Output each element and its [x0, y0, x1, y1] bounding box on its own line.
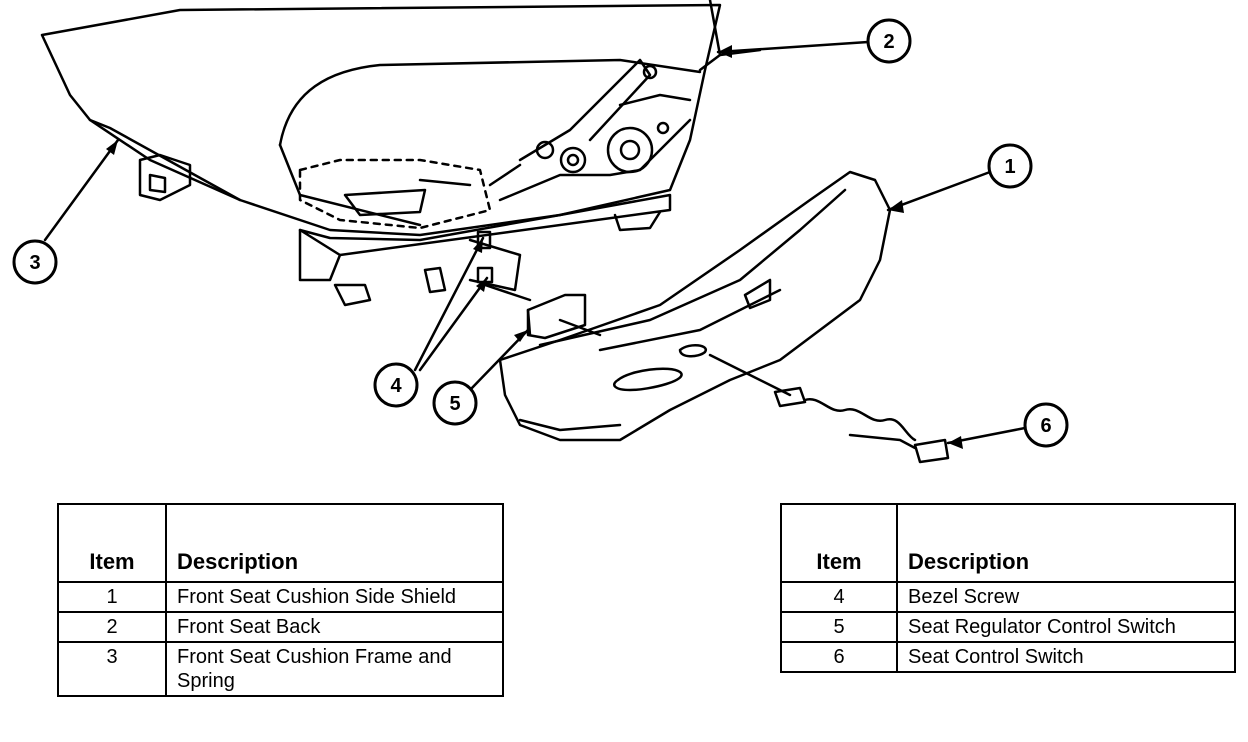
description-cell: Seat Regulator Control Switch: [896, 611, 1236, 643]
regulator-control-switch: [526, 293, 587, 340]
legend-header-row: Item Description: [780, 503, 1236, 583]
callout-4: 4: [373, 362, 419, 408]
description-cell: Seat Control Switch: [896, 641, 1236, 673]
table-row: 3 Front Seat Cushion Frame and Spring: [57, 641, 504, 697]
item-cell: 6: [780, 641, 898, 673]
item-cell: 1: [57, 581, 167, 613]
callout-3: 3: [12, 239, 58, 285]
callout-5-label: 5: [449, 393, 460, 415]
table-row: 5 Seat Regulator Control Switch: [780, 611, 1236, 643]
description-cell: Front Seat Cushion Side Shield: [165, 581, 504, 613]
item-cell: 2: [57, 611, 167, 643]
seat-cushion: [40, 3, 722, 237]
legend-table-left: Item Description 1 Front Seat Cushion Si…: [57, 503, 504, 697]
table-row: 1 Front Seat Cushion Side Shield: [57, 581, 504, 613]
description-cell: Front Seat Cushion Frame and Spring: [165, 641, 504, 697]
callout-5: 5: [432, 380, 478, 426]
description-column-header: Description: [165, 503, 504, 583]
item-column-header: Item: [780, 503, 898, 583]
callout-1: 1: [987, 143, 1033, 189]
seat-control-switch: [773, 386, 807, 408]
table-row: 2 Front Seat Back: [57, 611, 504, 643]
callout-4-label: 4: [390, 375, 402, 397]
seat-track: [298, 193, 672, 257]
item-cell: 3: [57, 641, 167, 697]
seat-exploded-diagram: 1 2 3 4 5 6: [12, 0, 1069, 464]
callout-6: 6: [1023, 402, 1069, 448]
item-cell: 5: [780, 611, 898, 643]
description-cell: Front Seat Back: [165, 611, 504, 643]
callout-1-label: 1: [1004, 156, 1015, 178]
description-cell: Bezel Screw: [896, 581, 1236, 613]
description-column-header: Description: [896, 503, 1236, 583]
item-column-header: Item: [57, 503, 167, 583]
table-row: 6 Seat Control Switch: [780, 641, 1236, 673]
legend-table-right: Item Description 4 Bezel Screw 5 Seat Re…: [780, 503, 1236, 673]
callout-2-label: 2: [883, 31, 894, 53]
item-cell: 4: [780, 581, 898, 613]
seat-back: [698, 0, 722, 72]
callout-6-label: 6: [1040, 415, 1051, 437]
side-shield: [498, 170, 892, 442]
callout-3-label: 3: [29, 252, 40, 274]
table-row: 4 Bezel Screw: [780, 581, 1236, 613]
legend-header-row: Item Description: [57, 503, 504, 583]
callout-2: 2: [866, 18, 912, 64]
